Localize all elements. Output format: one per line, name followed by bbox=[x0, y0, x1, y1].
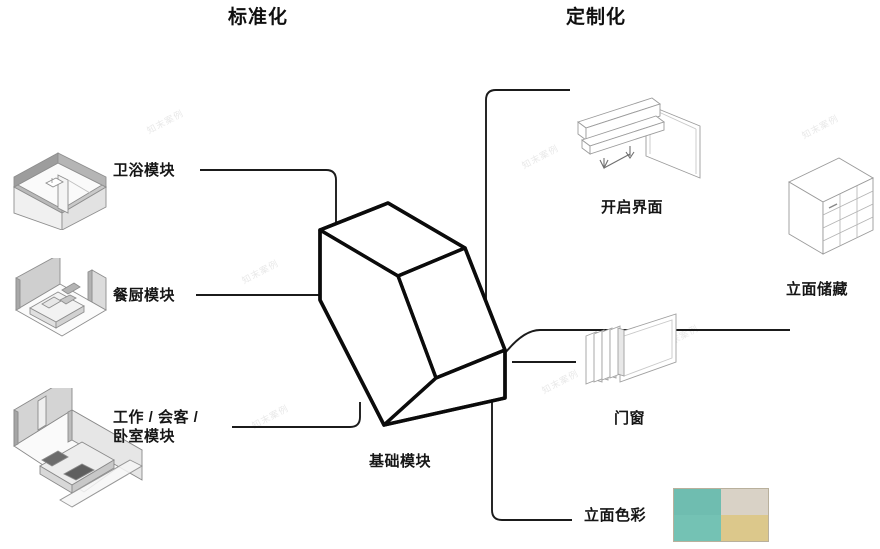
facade-storage-cabinet-render bbox=[788, 157, 874, 255]
door-window-panels-render bbox=[585, 313, 677, 385]
facade-color-swatch bbox=[673, 488, 769, 542]
label-kitchen-dining-module: 餐厨模块 bbox=[113, 287, 176, 304]
label-facade-storage: 立面储藏 bbox=[786, 281, 849, 298]
swatch-cell-4 bbox=[721, 515, 768, 541]
label-door-window: 门窗 bbox=[614, 410, 646, 427]
label-bathroom-module: 卫浴模块 bbox=[113, 162, 176, 179]
work-living-bedroom-module-render bbox=[13, 388, 143, 508]
kitchen-dining-module-render bbox=[15, 258, 107, 337]
swatch-cell-3 bbox=[674, 515, 721, 541]
label-work-living-bedroom-module: 工作 / 会客 / 卧室模块 bbox=[113, 409, 199, 445]
opening-facade-render bbox=[577, 97, 701, 179]
bathroom-module-render bbox=[13, 152, 107, 230]
label-opening-facade: 开启界面 bbox=[601, 199, 664, 216]
swatch-cell-2 bbox=[721, 489, 768, 515]
swatch-cell-1 bbox=[674, 489, 721, 515]
label-base-module: 基础模块 bbox=[369, 453, 432, 470]
header-customization: 定制化 bbox=[566, 7, 627, 28]
label-facade-color: 立面色彩 bbox=[584, 507, 647, 524]
header-standardization: 标准化 bbox=[228, 7, 289, 28]
